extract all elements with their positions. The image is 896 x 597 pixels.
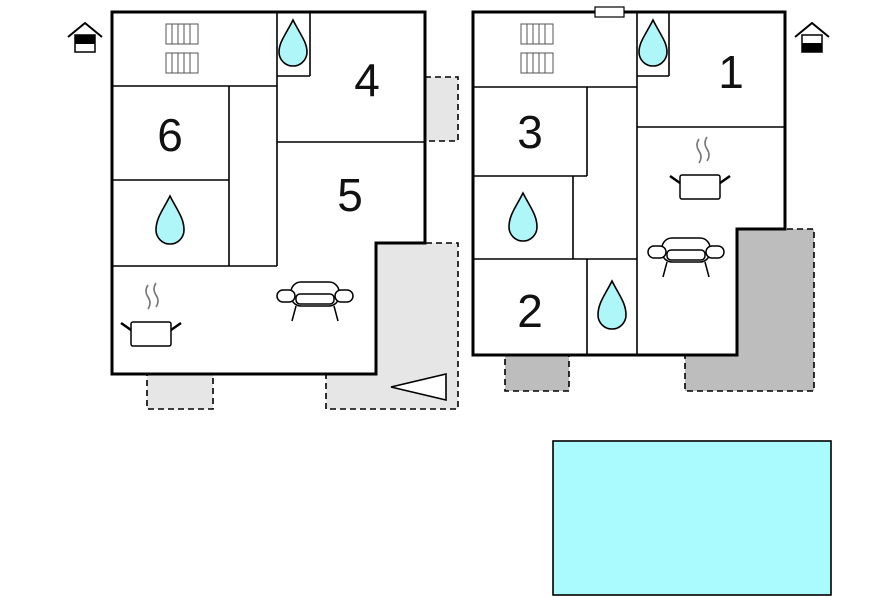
bathroom-drop-icon bbox=[278, 18, 308, 67]
fireplace-triangle-icon bbox=[390, 372, 447, 402]
swimming-pool bbox=[552, 440, 832, 596]
bathroom-drop-icon bbox=[597, 279, 627, 330]
bathroom-drop-icon bbox=[508, 191, 538, 242]
entry-step-right bbox=[504, 354, 570, 392]
room-number-2: 2 bbox=[517, 285, 543, 337]
right-house: 1 3 2 bbox=[471, 6, 830, 392]
house-entrance-icon bbox=[794, 21, 830, 53]
room-number-3: 3 bbox=[517, 106, 543, 158]
exterior-wall-right bbox=[471, 10, 787, 357]
bathroom-drop-icon bbox=[155, 194, 185, 245]
heater-icon bbox=[520, 23, 554, 74]
exterior-wall-left bbox=[110, 10, 427, 376]
bathroom-drop-icon bbox=[638, 18, 668, 67]
room-number-4: 4 bbox=[354, 54, 380, 106]
room-number-1: 1 bbox=[718, 46, 744, 98]
window bbox=[594, 6, 625, 18]
room-number-6: 6 bbox=[157, 109, 183, 161]
heater-icon bbox=[165, 23, 199, 74]
sofa-icon bbox=[647, 237, 725, 278]
entry-step-left bbox=[146, 373, 214, 410]
terrace-small-left bbox=[424, 76, 459, 142]
kitchen-pot-icon bbox=[669, 136, 731, 200]
sofa-icon bbox=[276, 281, 354, 322]
room-number-5: 5 bbox=[337, 169, 363, 221]
kitchen-pot-icon bbox=[120, 282, 182, 347]
house-entrance-icon bbox=[67, 21, 103, 53]
left-house: 4 6 5 bbox=[67, 10, 459, 410]
